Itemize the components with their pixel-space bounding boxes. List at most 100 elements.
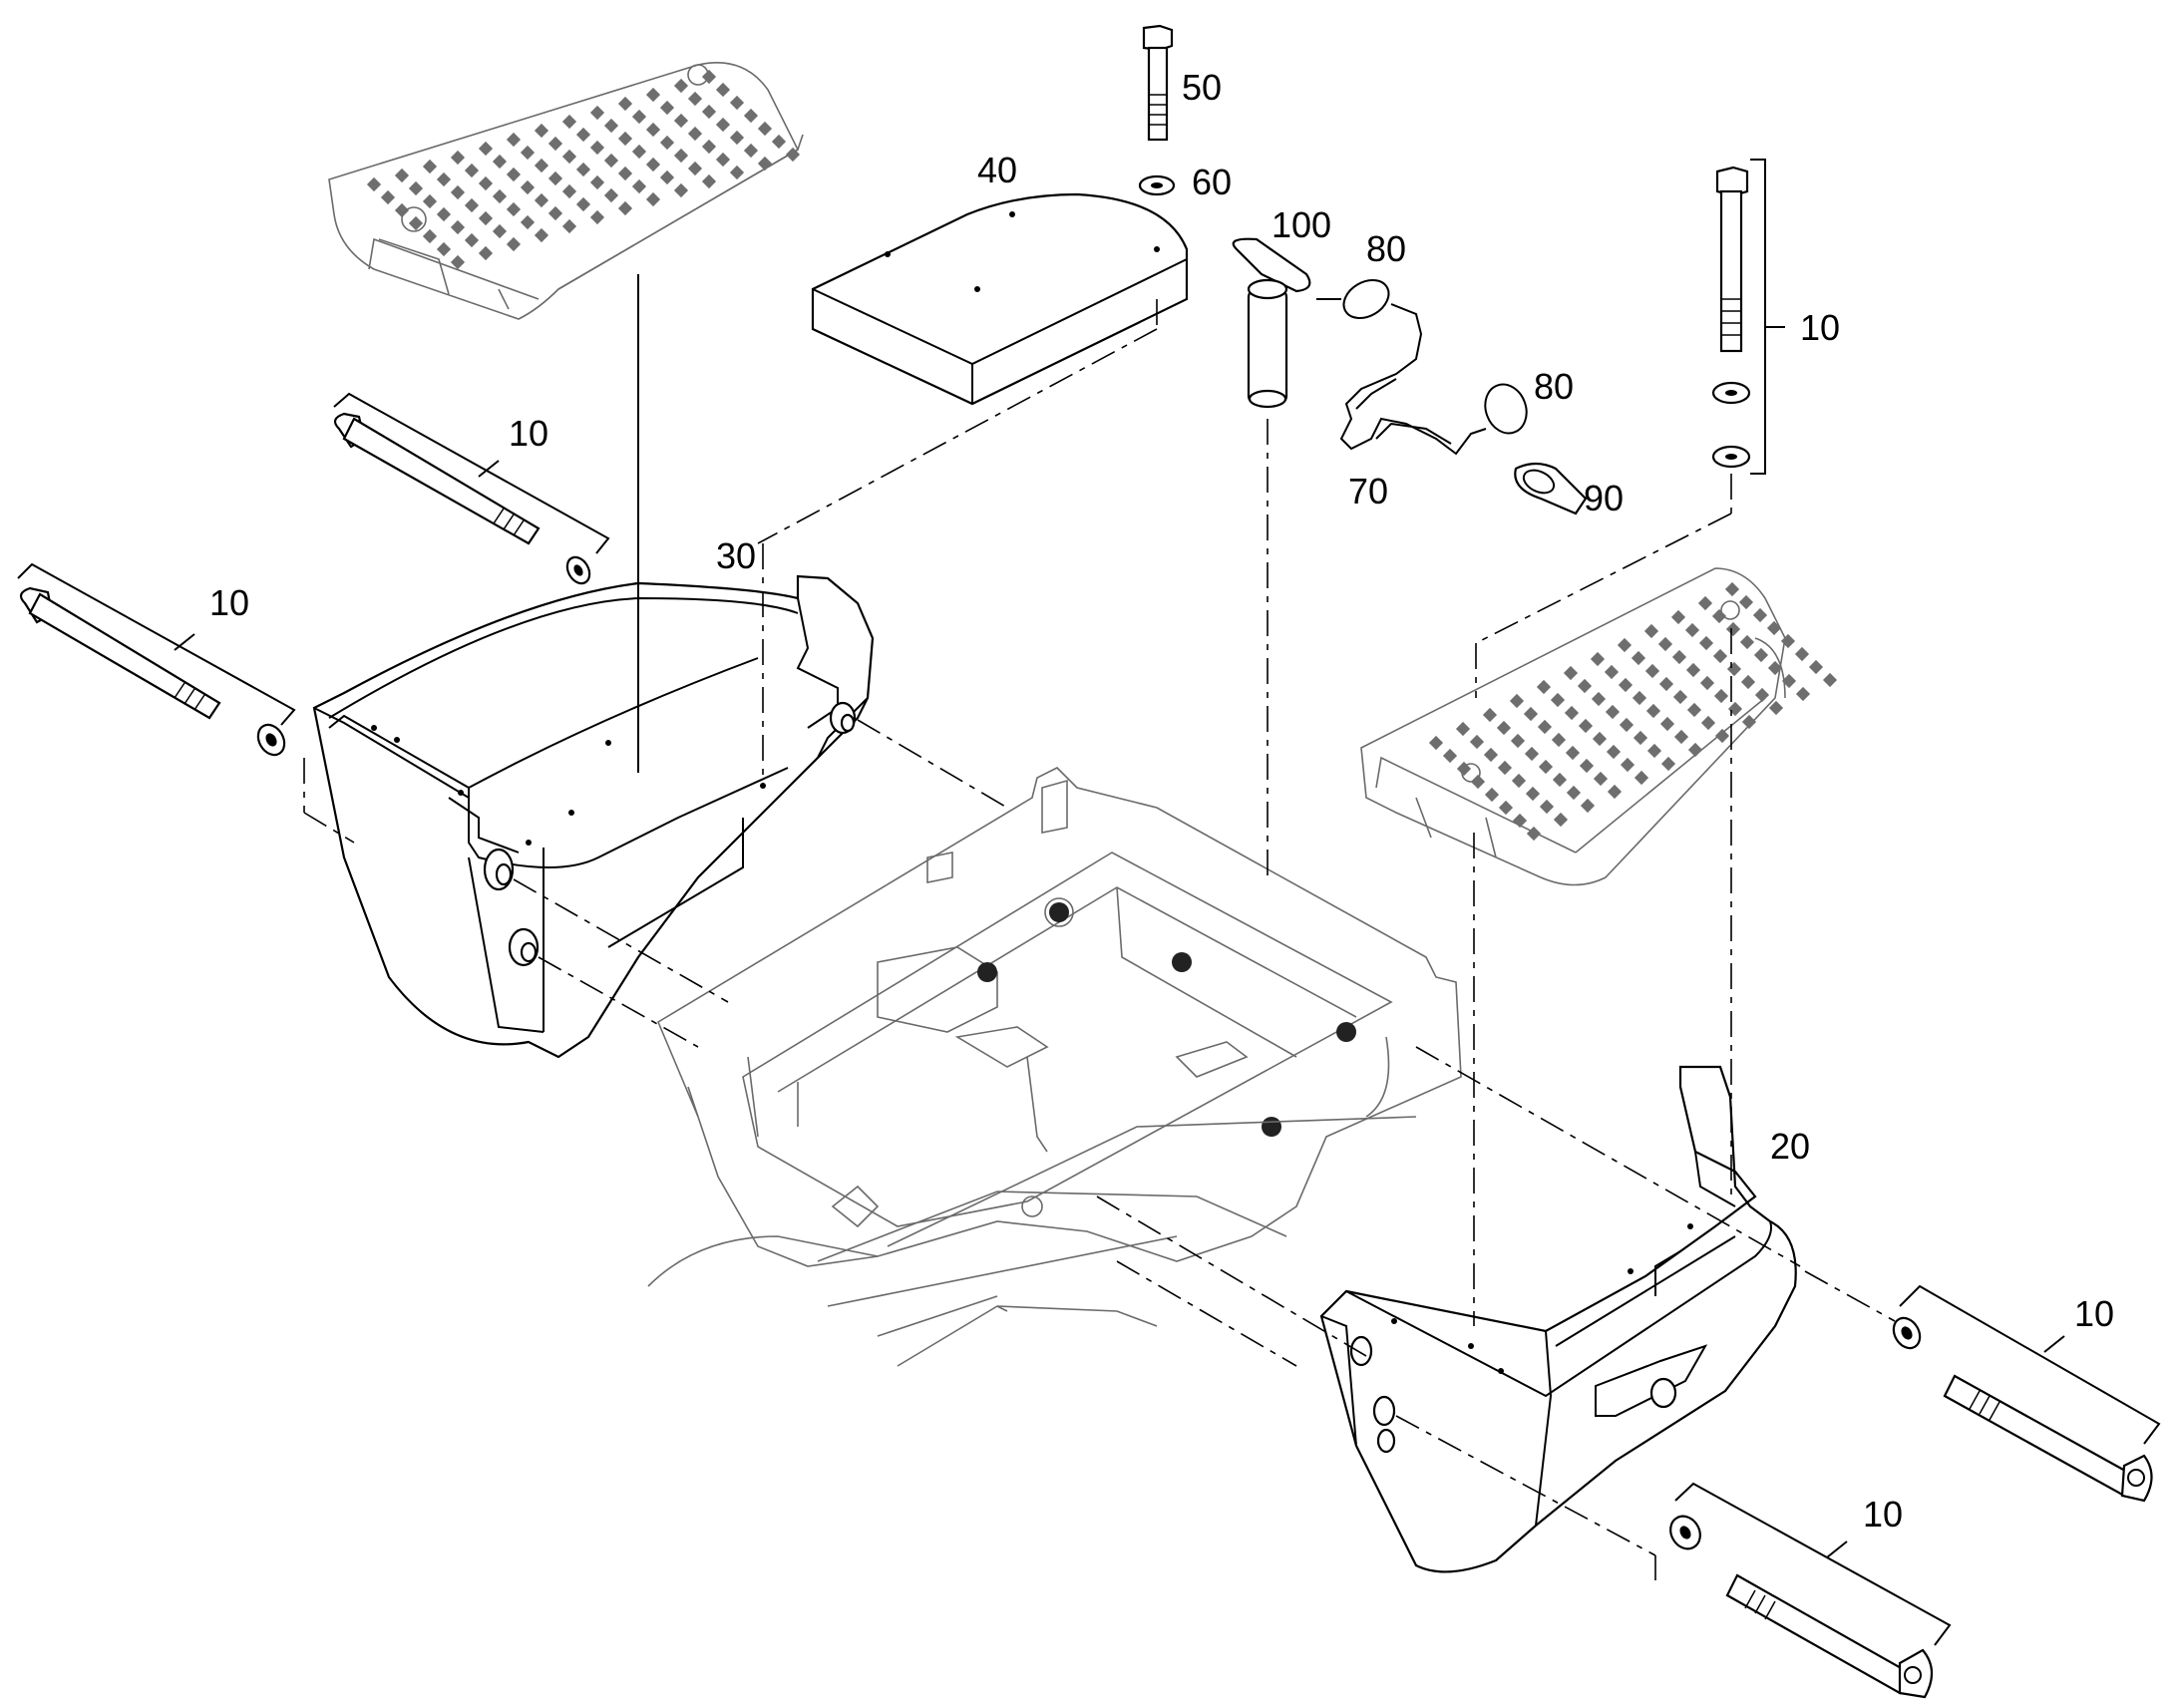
perforation-dot <box>1497 760 1513 776</box>
perforation-dot <box>785 147 801 163</box>
perforation-dot <box>1537 719 1553 735</box>
perforation-dot <box>1724 581 1740 597</box>
perforation-dot <box>422 159 438 174</box>
perforation-dot <box>589 174 605 190</box>
perforation-dot <box>1781 673 1797 689</box>
perforation-dot <box>729 165 745 180</box>
label-10-top-right: 10 <box>1800 307 1840 348</box>
part-30-bin-left <box>312 574 875 1059</box>
perforation-dot <box>1442 748 1458 764</box>
perforation-dot <box>1699 675 1715 691</box>
perforation-dot <box>701 104 717 120</box>
perforation-dot <box>1590 651 1606 667</box>
perforation-dot <box>1483 747 1499 763</box>
perforation-dot <box>1565 745 1581 761</box>
perforation-dot <box>1525 786 1541 802</box>
perforation-dot <box>1539 799 1555 815</box>
perforation-dot <box>673 78 689 94</box>
perforation-dot <box>450 150 466 166</box>
part-10-bolt-lower-right-upper <box>1892 1316 2153 1503</box>
perforation-dot <box>1741 714 1757 730</box>
perforation-dot <box>464 197 480 213</box>
part-10-bolt-right-vertical <box>1711 166 1751 469</box>
perforation-dot <box>645 191 661 207</box>
perforation-dot <box>506 167 522 182</box>
perforation-dot <box>575 162 591 177</box>
label-40: 40 <box>977 150 1017 190</box>
perforation-dot <box>1605 704 1621 720</box>
part-20-bin-right <box>1319 1065 1797 1573</box>
perforation-dot <box>1646 743 1662 759</box>
perforation-dot <box>575 127 591 143</box>
perforation-dot <box>464 232 480 248</box>
perforation-dot <box>1455 721 1471 737</box>
perforation-dot <box>673 148 689 164</box>
perforation-dot <box>1633 730 1648 746</box>
perforation-dot <box>1607 784 1623 800</box>
perforation-dot <box>1670 609 1686 625</box>
perforation-dot <box>729 95 745 111</box>
perforation-dot <box>1604 664 1620 680</box>
part-80-ring-lower <box>1484 383 1528 435</box>
perforation-dot <box>743 143 759 159</box>
bracket-mid-left-10 <box>17 562 296 726</box>
perforation-dot <box>1620 757 1635 773</box>
perforation-dot <box>659 100 675 116</box>
perforation-dot <box>1563 665 1579 681</box>
perforation-dot <box>1794 646 1810 662</box>
part-80-ring-upper <box>1342 279 1390 319</box>
perforation-dot <box>1592 731 1608 747</box>
perforation-dot <box>1752 607 1768 623</box>
perforation-dot <box>1795 686 1811 702</box>
perforation-dot <box>1711 608 1727 624</box>
perforation-dot <box>617 200 633 216</box>
perforation-dot <box>1591 691 1607 707</box>
perforation-dot <box>1768 700 1784 716</box>
perforation-dot <box>561 149 577 165</box>
bracket-lower-right-lower-10 <box>1674 1482 1952 1646</box>
perforation-dot <box>534 192 549 208</box>
bracket-lower-right-upper-10 <box>1899 1284 2161 1445</box>
perforation-dot <box>1579 758 1595 774</box>
perforation-dot <box>1512 813 1528 829</box>
perforation-dot <box>1697 595 1713 611</box>
perforation-dot <box>715 152 731 168</box>
perforation-dot <box>1643 623 1659 639</box>
perforation-dot <box>1482 707 1498 723</box>
perforation-dot <box>1551 732 1567 748</box>
perforation-dot <box>506 132 522 148</box>
perforation-dot <box>478 245 494 261</box>
perforation-dot <box>1712 648 1728 664</box>
perforation-dot <box>366 176 382 192</box>
perforation-dot <box>547 171 563 186</box>
perforation-dot <box>492 154 508 170</box>
perforation-dot <box>450 254 466 270</box>
perforation-dot <box>520 214 536 230</box>
part-50-bolt <box>1142 24 1174 142</box>
part-10-bolt-mid-left <box>19 586 286 757</box>
perforation-dot <box>1523 706 1539 722</box>
part-60-washer <box>1138 174 1176 196</box>
perforation-dot <box>1470 774 1486 790</box>
perforation-dot <box>743 108 759 124</box>
perforation-dot <box>1660 756 1676 772</box>
perforation-dot <box>603 153 619 169</box>
perforation-dot <box>450 219 466 235</box>
perforation-dot <box>534 227 549 243</box>
bracket-top-left-10 <box>333 392 610 554</box>
perforation-dot <box>1553 812 1569 828</box>
perforation-dot <box>1687 742 1703 758</box>
label-80-upper: 80 <box>1366 228 1406 269</box>
perforation-dot <box>701 173 717 189</box>
perforation-dot <box>1631 650 1646 666</box>
perforation-dot <box>1511 773 1527 789</box>
label-10-mid-left: 10 <box>209 582 249 623</box>
perforation-dot <box>715 82 731 98</box>
perforation-dot <box>645 87 661 103</box>
perforation-dot <box>380 189 396 205</box>
perforation-dot <box>771 134 787 150</box>
perforation-dot <box>1509 693 1525 709</box>
perforation-dot <box>561 114 577 130</box>
perforation-dot <box>1566 785 1582 801</box>
